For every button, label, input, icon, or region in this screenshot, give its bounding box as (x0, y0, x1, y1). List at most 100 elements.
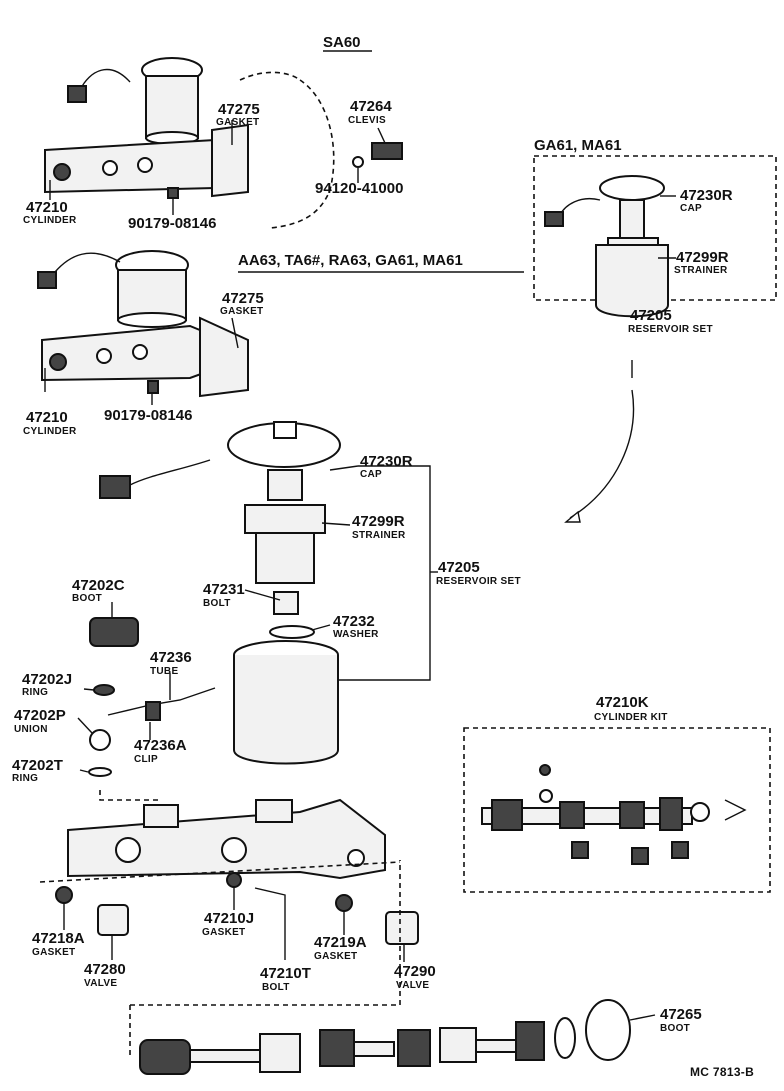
aa63-cylinder-body (41, 324, 213, 382)
valve-47290 (385, 911, 419, 945)
label-47210j-name: GASKET (202, 927, 245, 938)
label-47210k-name: CYLINDER KIT (594, 712, 668, 723)
label-47264-name: CLEVIS (348, 115, 386, 126)
ring-47202j (93, 684, 115, 696)
clip-47236a (145, 701, 161, 721)
union-47202p (89, 729, 111, 751)
tube-47236 (107, 687, 216, 716)
clevis-part (371, 142, 403, 160)
gasket-47218a (55, 886, 73, 904)
label-47275a-num: 47275 (218, 101, 260, 118)
ring-47202t (88, 767, 112, 777)
label-47280-num: 47280 (84, 961, 126, 978)
ga61-reservoir-drawing (544, 175, 669, 318)
label-47236a-num: 47236A (134, 737, 187, 754)
reservoir-set-bracket (338, 465, 431, 681)
label-47210t-name: BOLT (262, 982, 290, 993)
washer-47232 (269, 625, 315, 639)
booster-outline (269, 79, 335, 229)
label-47230r-name: CAP (360, 469, 382, 480)
label-47299r-num: 47299R (352, 513, 405, 530)
label-47205-box-num: 47205 (630, 307, 672, 324)
boot-47265 (585, 999, 631, 1061)
label-47219a-num: 47219A (314, 934, 367, 951)
sa60-flange (211, 123, 249, 198)
label-47202t-num: 47202T (12, 757, 63, 774)
label-47210k-num: 47210K (596, 694, 649, 711)
label-47264-num: 47264 (350, 98, 392, 115)
label-47205-box-name: RESERVOIR SET (628, 324, 713, 335)
label-47231-name: BOLT (203, 598, 231, 609)
bolt-47210t (254, 887, 286, 960)
main-cylinder-body (67, 798, 386, 880)
label-47236a-name: CLIP (134, 754, 158, 765)
label-47205-name: RESERVOIR SET (436, 576, 521, 587)
label-47236-name: TUBE (150, 666, 178, 677)
label-47275b-name: GASKET (220, 306, 263, 317)
main-reservoir-body (233, 655, 339, 765)
label-47230r-box-num: 47230R (680, 187, 733, 204)
valve-47280 (97, 904, 129, 936)
gasket-47219a (335, 894, 353, 912)
label-47202c-num: 47202C (72, 577, 125, 594)
nut-part (352, 156, 364, 168)
label-47202t-name: RING (12, 773, 38, 784)
cylinder-kit-drawing (481, 764, 747, 865)
sa60-reservoir (145, 75, 199, 139)
aa63-connector (37, 271, 57, 289)
label-47290-num: 47290 (394, 963, 436, 980)
sa60-connector (67, 85, 87, 103)
label-47280-name: VALVE (84, 978, 117, 989)
label-47232-name: WASHER (333, 629, 379, 640)
label-47231-num: 47231 (203, 581, 245, 598)
label-47202j-name: RING (22, 687, 48, 698)
label-47299r-name: STRAINER (352, 530, 406, 541)
header-ga61: GA61, MA61 (534, 137, 622, 154)
boot-47202c (89, 617, 139, 647)
label-47230r-box-name: CAP (680, 203, 702, 214)
label-47218a-name: GASKET (32, 947, 75, 958)
cylinder-kit-box (463, 727, 771, 893)
label-47232-num: 47232 (333, 613, 375, 630)
label-47219a-name: GASKET (314, 951, 357, 962)
label-47202j-num: 47202J (22, 671, 72, 688)
label-47210t-num: 47210T (260, 965, 311, 982)
main-strainer (255, 532, 315, 584)
leader-lines (44, 120, 676, 1021)
label-47236-num: 47236 (150, 649, 192, 666)
label-47290-name: VALVE (396, 980, 429, 991)
label-47265-name: BOOT (660, 1023, 690, 1034)
sa60-cylinder-drawing (44, 57, 403, 229)
header-sa60: SA60 (323, 34, 361, 51)
label-47202p-name: UNION (14, 724, 48, 735)
label-47299r-box-name: STRAINER (674, 265, 728, 276)
piston-assembly-drawing (139, 999, 631, 1075)
label-47218a-num: 47218A (32, 930, 85, 947)
bolt-47231 (273, 591, 299, 615)
main-cylinder-drawing (67, 798, 386, 880)
label-90179b-num: 90179-08146 (104, 407, 192, 424)
header-aa63: AA63, TA6#, RA63, GA61, MA61 (238, 252, 463, 269)
label-94120-num: 94120-41000 (315, 180, 403, 197)
label-47202p-num: 47202P (14, 707, 66, 724)
ga61-pointer-arrow (569, 389, 635, 519)
label-47265-num: 47265 (660, 1006, 702, 1023)
label-47299r-box-num: 47299R (676, 249, 729, 266)
label-47275b-num: 47275 (222, 290, 264, 307)
label-47202c-name: BOOT (72, 593, 102, 604)
footer-code: MC 7813-B (690, 1065, 754, 1079)
label-47210b-name: CYLINDER (23, 426, 77, 437)
aa63-reservoir (117, 269, 187, 321)
label-47230r-num: 47230R (360, 453, 413, 470)
aa63-cylinder-drawing (37, 250, 249, 398)
label-47210b-num: 47210 (26, 409, 68, 426)
gasket-47210j (226, 872, 242, 888)
main-strainer-rim (244, 504, 326, 534)
label-47275a-name: GASKET (216, 117, 259, 128)
label-47210j-num: 47210J (204, 910, 254, 927)
label-47210a-name: CYLINDER (23, 215, 77, 226)
aa63-gasket-plate (199, 316, 249, 398)
label-90179a-num: 90179-08146 (128, 215, 216, 232)
